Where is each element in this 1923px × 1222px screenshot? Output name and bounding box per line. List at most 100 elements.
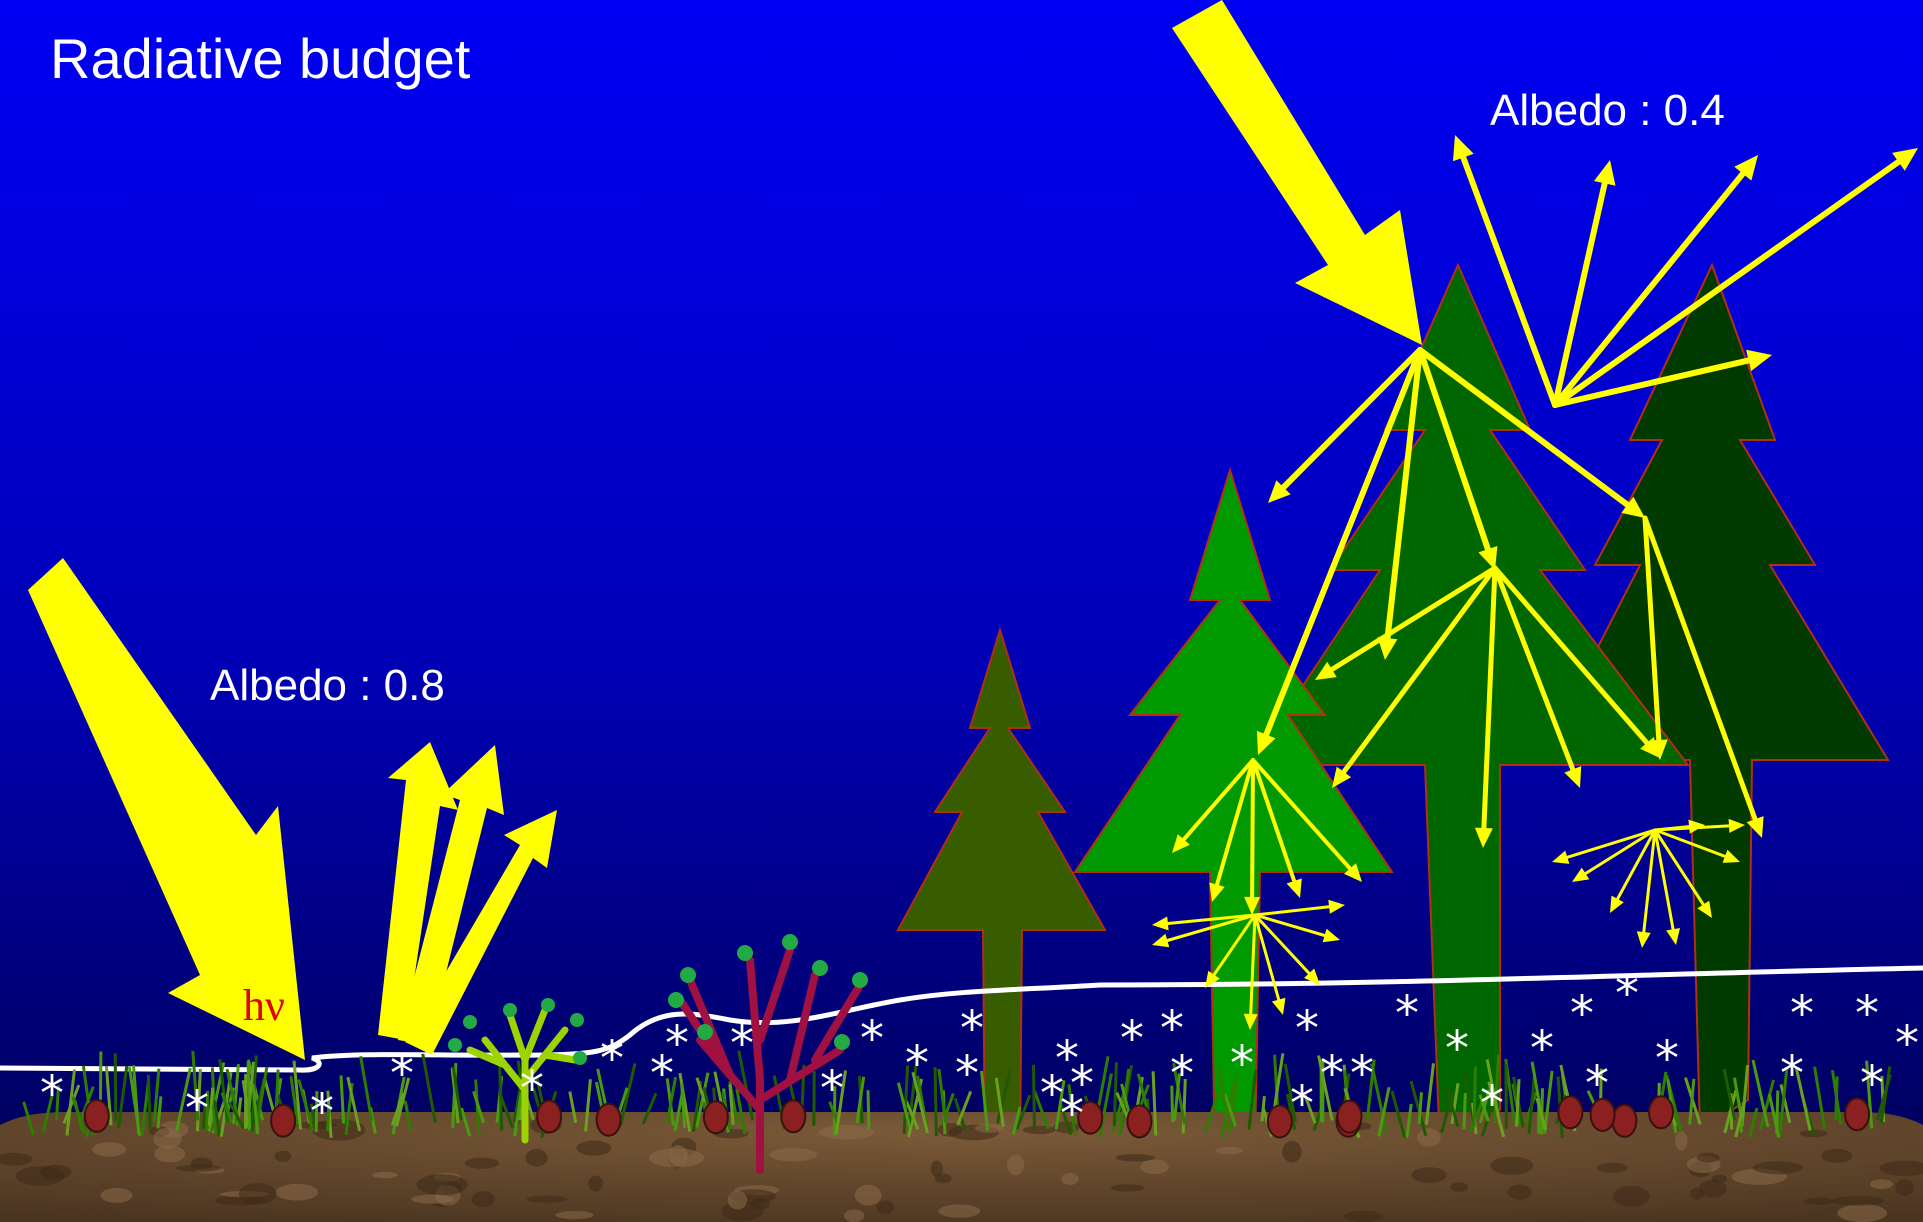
soil-spot bbox=[411, 1194, 454, 1204]
grass-blade bbox=[956, 1090, 973, 1126]
soil-spot bbox=[1870, 1179, 1893, 1189]
soil-spot bbox=[154, 1145, 186, 1163]
snowflake-icon: * bbox=[1895, 1016, 1919, 1072]
ray-arrow-icon bbox=[1642, 515, 1668, 760]
grass-blade bbox=[451, 1066, 463, 1121]
ray-arrow-icon bbox=[1172, 758, 1255, 853]
ray-arrow-icon bbox=[1377, 347, 1423, 660]
snowflake-icon: * bbox=[1060, 1086, 1084, 1142]
snowflake-icon: * bbox=[40, 1066, 64, 1122]
ray-arrow-icon bbox=[1251, 758, 1302, 898]
grass-blade bbox=[665, 1076, 678, 1124]
grass-blade bbox=[1768, 1094, 1781, 1138]
grass-blade bbox=[996, 1069, 1013, 1124]
snowflake-icon: * bbox=[1445, 1021, 1469, 1077]
snowflake-icon: * bbox=[1160, 1001, 1184, 1057]
soil-spot bbox=[588, 1175, 604, 1192]
grass-blade bbox=[403, 1100, 413, 1132]
grass-blade bbox=[1409, 1080, 1428, 1136]
soil-spot bbox=[274, 1150, 292, 1162]
ray-arrow-icon bbox=[1492, 565, 1582, 788]
scattered-rays bbox=[1152, 135, 1918, 1030]
ray-arrow-icon bbox=[1243, 913, 1258, 1030]
snowflake-icon: * bbox=[955, 1046, 979, 1102]
grass-blade bbox=[156, 1096, 163, 1129]
grass-blade bbox=[213, 1100, 221, 1136]
cone-icon bbox=[83, 1098, 110, 1133]
soil-spot bbox=[576, 1140, 612, 1156]
grass-blade bbox=[1751, 1059, 1770, 1128]
soil-spot bbox=[1490, 1156, 1534, 1175]
grass-blade bbox=[1865, 1060, 1874, 1129]
ray-arrow-icon bbox=[1417, 347, 1498, 570]
grass-blade bbox=[498, 1093, 515, 1129]
grass-blade bbox=[1472, 1066, 1477, 1128]
ray-arrow-icon bbox=[1636, 828, 1657, 948]
ray-arrow-icon bbox=[1552, 349, 1772, 408]
soil-spot bbox=[153, 1128, 182, 1149]
snowflake-icon: * bbox=[1790, 986, 1814, 1042]
grass-blade bbox=[22, 1101, 35, 1136]
grass-blade bbox=[1515, 1079, 1521, 1127]
snowflake-icon: * bbox=[1585, 1056, 1609, 1112]
grass-blade bbox=[1032, 1064, 1036, 1130]
reflected-ray-arrow-icon bbox=[378, 742, 458, 1040]
grass-blade bbox=[513, 1092, 523, 1137]
shrub-green-icon bbox=[466, 1006, 579, 1144]
cone-icon bbox=[1611, 1103, 1638, 1138]
incoming-sun-ray-arrow-icon bbox=[28, 558, 305, 1060]
ray-arrow-icon bbox=[1253, 913, 1340, 943]
snowflake-icon: * bbox=[1070, 1056, 1094, 1112]
grass-blade bbox=[896, 1082, 912, 1127]
grass-blade bbox=[41, 1094, 54, 1133]
snowflake-icon: * bbox=[390, 1046, 414, 1102]
grass-blade bbox=[1223, 1093, 1237, 1127]
snowflake-icon: * bbox=[1530, 1021, 1554, 1077]
grass-blade bbox=[1504, 1064, 1508, 1129]
soil-spot bbox=[40, 1164, 72, 1180]
soil-spot bbox=[819, 1124, 874, 1140]
cone-icon bbox=[1648, 1095, 1674, 1130]
grass-blade bbox=[1424, 1063, 1435, 1125]
grass-blade bbox=[680, 1082, 687, 1128]
soil-spot bbox=[1831, 1196, 1885, 1206]
grass-blade bbox=[907, 1057, 919, 1126]
reflected-ray-arrows-snow bbox=[378, 742, 557, 1055]
snowflake-icon: * bbox=[820, 1061, 844, 1117]
grass-blade bbox=[619, 1063, 637, 1127]
soil-spot bbox=[1411, 1167, 1447, 1183]
soil-spot bbox=[1061, 1172, 1079, 1185]
grass-blade bbox=[834, 1070, 847, 1135]
grass-blade bbox=[1830, 1069, 1843, 1125]
grass-blade bbox=[1054, 1080, 1066, 1130]
grass-blade bbox=[289, 1076, 300, 1125]
ray-arrow-icon bbox=[1653, 828, 1712, 918]
grass-blade bbox=[460, 1107, 472, 1137]
grass-blade bbox=[1170, 1085, 1175, 1123]
grass-blade bbox=[937, 1068, 948, 1123]
cone-icon bbox=[780, 1099, 807, 1134]
grass-blade bbox=[326, 1104, 331, 1131]
grass-blade bbox=[1759, 1079, 1775, 1131]
grass-blade bbox=[1778, 1067, 1789, 1138]
grass-blade bbox=[1445, 1087, 1460, 1127]
ray-arrow-icon bbox=[1253, 899, 1345, 917]
grass-blade bbox=[902, 1065, 910, 1134]
snowflake-icon: * bbox=[1350, 1046, 1374, 1102]
grass-blade bbox=[1033, 1090, 1050, 1130]
soil-spot bbox=[0, 1152, 33, 1166]
grass-blade bbox=[472, 1090, 486, 1124]
soil-spot bbox=[974, 1123, 1004, 1133]
snowflake-icon: * bbox=[1855, 986, 1879, 1042]
grass-blade bbox=[1365, 1059, 1376, 1121]
grass-blade bbox=[1417, 1092, 1423, 1125]
soil-spot bbox=[238, 1183, 277, 1205]
ray-arrow-icon bbox=[1474, 565, 1498, 848]
grass-blade bbox=[390, 1092, 405, 1126]
soil-spot bbox=[525, 1148, 548, 1167]
grass-blade bbox=[195, 1068, 202, 1132]
grass-blade bbox=[297, 1079, 315, 1132]
ray-arrow-icon bbox=[1653, 828, 1680, 945]
soil-spot bbox=[1343, 1210, 1383, 1222]
